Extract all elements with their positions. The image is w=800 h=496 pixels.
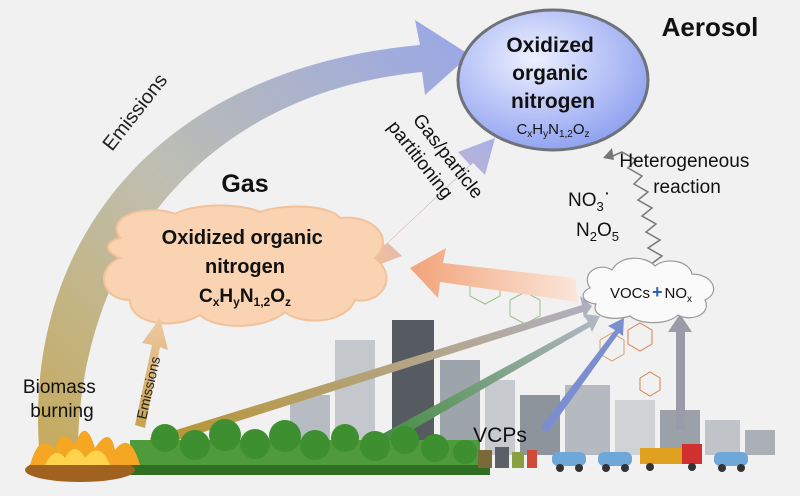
vocs-nox-label: VOCs+NOx — [610, 282, 692, 305]
vcps-label: VCPs — [473, 424, 527, 447]
emissions-small-arrow — [135, 318, 168, 428]
aerosol-formula: CxHyN1,2Oz — [516, 121, 589, 140]
emissions-arc-label: Emissions — [99, 70, 172, 155]
aerosol-title: Aerosol — [662, 12, 759, 42]
arrowhead-icon — [603, 148, 614, 160]
biomass-fires — [25, 430, 140, 482]
city-skyline — [290, 320, 775, 455]
biomass-label: Biomass — [23, 377, 96, 398]
gas-line: Oxidized organic — [162, 227, 323, 249]
gas-line: nitrogen — [205, 256, 285, 278]
aerosol-line: nitrogen — [511, 90, 595, 113]
no3-label: NO3· — [568, 183, 610, 214]
aerosol-line: Oxidized — [506, 34, 594, 57]
traffic-to-vocs-arrow — [668, 314, 692, 430]
biomass-to-vocs-arrow — [150, 296, 592, 448]
trees-to-vocs-arrow — [375, 314, 600, 448]
svg-text:Biomass burning: Biomass burning — [23, 377, 101, 422]
vcps-to-vocs-arrow — [540, 318, 624, 432]
n2o5-label: N2O5 — [576, 220, 619, 244]
biomass-label: burning — [30, 401, 93, 422]
heterogeneous-wavy-arrow — [607, 151, 664, 273]
gas-cloud — [103, 204, 388, 327]
vocs-nox-cloud — [582, 257, 715, 324]
vocs-to-gas-arrow — [410, 248, 578, 302]
trees — [130, 419, 490, 475]
aerosol-line: organic — [512, 62, 588, 85]
heterogeneous-label: Heterogeneous — [619, 151, 749, 172]
gas-title: Gas — [221, 170, 268, 198]
vcp-products — [478, 447, 537, 468]
svg-text:Oxidized organic nitro: Oxidized organic nitrogen — [506, 34, 599, 113]
vehicles — [552, 444, 748, 472]
svg-text:Heterogeneous reaction: Heterogeneous reaction — [619, 151, 754, 198]
partitioning-double-arrow — [370, 138, 495, 268]
svg-text:Oxidized organic nitrogen: Oxidized organic nitrogen — [162, 227, 329, 278]
gas-formula: CxHyN1,2Oz — [199, 286, 291, 309]
aerosol-ellipse — [456, 8, 650, 152]
heterogeneous-label: reaction — [653, 177, 721, 198]
emissions-small-label: Emissions — [133, 355, 163, 421]
